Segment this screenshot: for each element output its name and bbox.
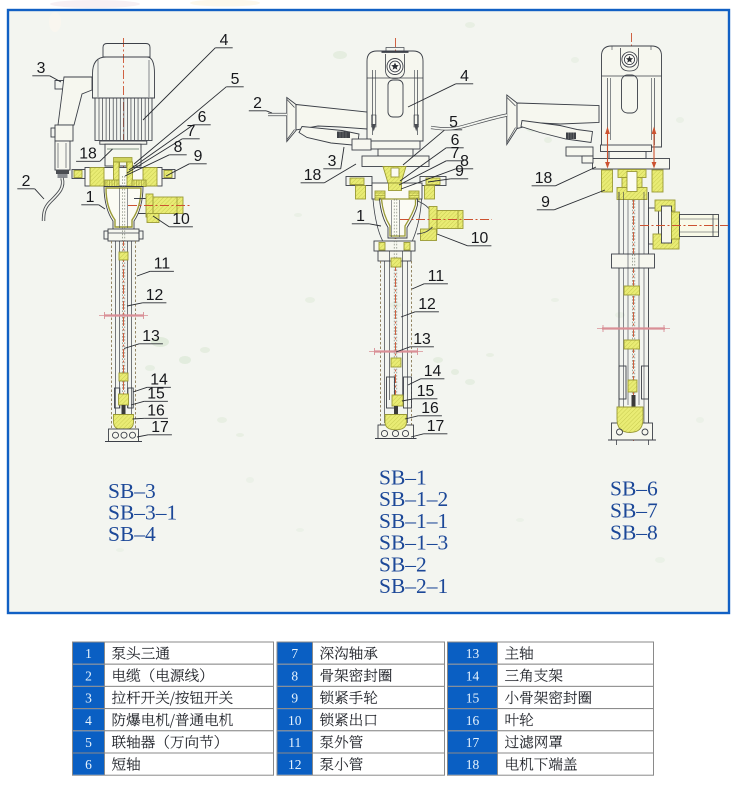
svg-text:2: 2 bbox=[253, 95, 262, 112]
svg-text:9: 9 bbox=[291, 691, 298, 706]
svg-text:SB–7: SB–7 bbox=[610, 499, 658, 523]
svg-text:2: 2 bbox=[22, 173, 31, 190]
svg-text:11: 11 bbox=[288, 735, 301, 750]
svg-text:SB–4: SB–4 bbox=[108, 522, 156, 546]
svg-text:3: 3 bbox=[328, 153, 337, 170]
svg-text:9: 9 bbox=[541, 194, 550, 211]
svg-text:SB–1–3: SB–1–3 bbox=[379, 531, 448, 555]
svg-text:12: 12 bbox=[288, 757, 302, 772]
svg-text:13: 13 bbox=[413, 331, 431, 348]
svg-text:14: 14 bbox=[150, 372, 168, 389]
svg-text:9: 9 bbox=[455, 163, 464, 180]
svg-text:7: 7 bbox=[291, 646, 298, 661]
svg-text:1: 1 bbox=[86, 189, 95, 206]
svg-text:11: 11 bbox=[428, 268, 445, 285]
svg-text:10: 10 bbox=[172, 211, 190, 228]
svg-text:13: 13 bbox=[142, 328, 160, 345]
svg-text:18: 18 bbox=[79, 146, 97, 163]
svg-text:4: 4 bbox=[460, 68, 469, 85]
svg-text:10: 10 bbox=[471, 230, 489, 247]
svg-text:10: 10 bbox=[288, 713, 302, 728]
svg-text:17: 17 bbox=[151, 419, 169, 436]
svg-text:4: 4 bbox=[85, 713, 92, 728]
svg-text:5: 5 bbox=[231, 71, 240, 88]
svg-text:5: 5 bbox=[449, 114, 458, 131]
svg-text:SB–1: SB–1 bbox=[379, 466, 427, 490]
svg-text:12: 12 bbox=[146, 287, 164, 304]
svg-text:18: 18 bbox=[304, 167, 322, 184]
svg-text:3: 3 bbox=[37, 60, 46, 77]
svg-text:2: 2 bbox=[85, 668, 92, 683]
svg-text:16: 16 bbox=[147, 403, 165, 420]
svg-text:SB–2: SB–2 bbox=[379, 552, 427, 576]
svg-text:11: 11 bbox=[154, 256, 171, 273]
svg-text:16: 16 bbox=[421, 400, 439, 417]
svg-text:18: 18 bbox=[535, 170, 553, 187]
svg-text:15: 15 bbox=[466, 691, 480, 706]
svg-text:3: 3 bbox=[85, 691, 92, 706]
svg-text:17: 17 bbox=[427, 418, 445, 435]
svg-text:6: 6 bbox=[85, 757, 92, 772]
svg-text:13: 13 bbox=[466, 646, 480, 661]
svg-text:SB–8: SB–8 bbox=[610, 521, 658, 545]
svg-text:SB–1–1: SB–1–1 bbox=[379, 509, 448, 533]
svg-text:7: 7 bbox=[451, 145, 460, 162]
svg-text:SB–6: SB–6 bbox=[610, 477, 658, 501]
svg-text:7: 7 bbox=[187, 123, 196, 140]
svg-text:6: 6 bbox=[198, 109, 207, 126]
svg-text:15: 15 bbox=[417, 383, 435, 400]
svg-text:SB–3: SB–3 bbox=[108, 479, 156, 503]
svg-text:12: 12 bbox=[418, 296, 436, 313]
svg-text:1: 1 bbox=[85, 646, 92, 661]
svg-text:14: 14 bbox=[424, 363, 442, 380]
svg-text:8: 8 bbox=[291, 668, 298, 683]
svg-text:18: 18 bbox=[466, 757, 480, 772]
svg-text:8: 8 bbox=[460, 153, 469, 170]
svg-text:8: 8 bbox=[174, 139, 183, 156]
svg-text:16: 16 bbox=[466, 713, 480, 728]
svg-text:6: 6 bbox=[451, 132, 460, 149]
svg-text:14: 14 bbox=[466, 668, 480, 683]
svg-text:1: 1 bbox=[356, 208, 365, 225]
svg-text:SB–1–2: SB–1–2 bbox=[379, 487, 448, 511]
svg-text:SB–2–1: SB–2–1 bbox=[379, 574, 448, 598]
svg-text:15: 15 bbox=[147, 386, 165, 403]
svg-text:17: 17 bbox=[466, 735, 480, 750]
svg-text:9: 9 bbox=[194, 148, 203, 165]
svg-text:SB–3–1: SB–3–1 bbox=[108, 501, 177, 525]
svg-text:4: 4 bbox=[220, 32, 229, 49]
svg-text:5: 5 bbox=[85, 735, 92, 750]
